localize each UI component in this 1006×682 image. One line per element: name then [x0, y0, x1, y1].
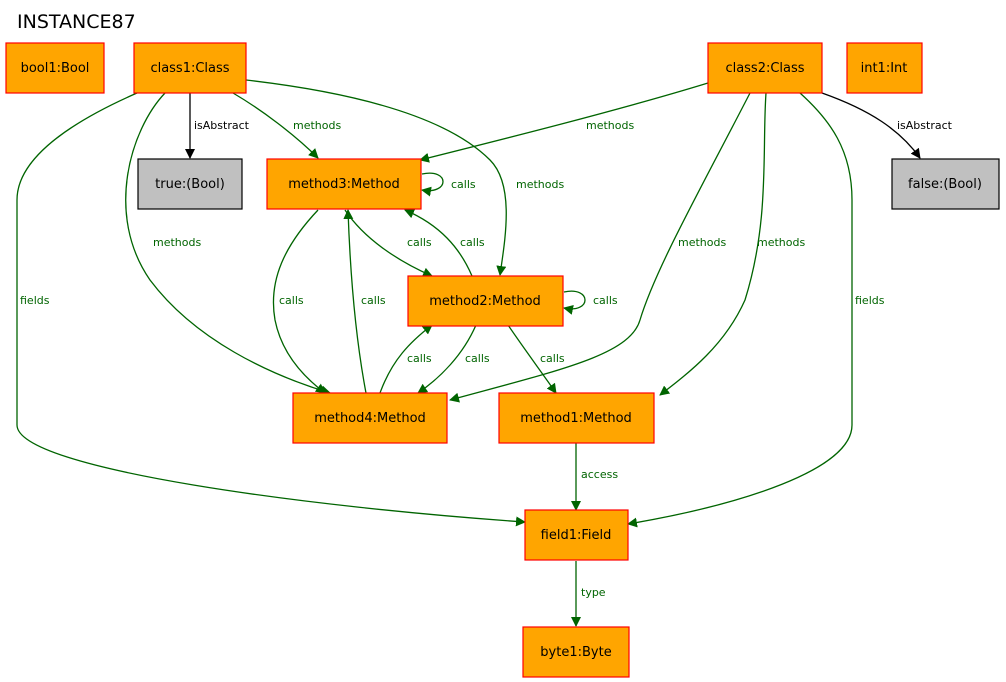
edge-method4-calls-method3: [343, 209, 367, 394]
edge-method4-calls-method2: [379, 324, 433, 394]
edge-label: type: [581, 586, 606, 599]
edge-class2-methods-method3: [419, 82, 709, 163]
node-true-bool[interactable]: true:(Bool): [137, 158, 243, 210]
edge-label: calls: [361, 294, 386, 307]
edge-label: methods: [153, 236, 201, 249]
node-label: byte1:Byte: [540, 645, 611, 660]
edge-label: calls: [540, 352, 565, 365]
node-class2[interactable]: class2:Class: [707, 42, 823, 94]
edge-method2-calls-method2: [563, 290, 586, 315]
edge-class1-methods-method3: [232, 92, 319, 159]
edge-label: calls: [407, 236, 432, 249]
node-label: int1:Int: [861, 61, 908, 76]
edge-label: methods: [586, 119, 634, 132]
node-int1[interactable]: int1:Int: [846, 42, 923, 94]
edge-label: methods: [293, 119, 341, 132]
node-label: method3:Method: [288, 177, 400, 192]
edge-label: calls: [451, 178, 476, 191]
edge-label: isAbstract: [194, 119, 250, 132]
edge-class1-methods-method4: [125, 92, 331, 396]
node-method3[interactable]: method3:Method: [266, 158, 422, 210]
edge-label: access: [581, 468, 618, 481]
node-field1[interactable]: field1:Field: [524, 509, 629, 561]
edge-method3-calls-method2: [344, 209, 433, 277]
edge-class2-fields-field1: [627, 92, 853, 528]
edge-label: methods: [516, 178, 564, 191]
edge-method2-calls-method4: [417, 324, 477, 394]
edge-label: calls: [465, 352, 490, 365]
node-label: class1:Class: [150, 61, 229, 76]
edge-label: calls: [279, 294, 304, 307]
node-class1[interactable]: class1:Class: [133, 42, 247, 94]
node-label: method4:Method: [314, 411, 426, 426]
node-label: true:(Bool): [155, 177, 225, 192]
node-label: method2:Method: [429, 294, 541, 309]
edge-class2-methods-method1: [659, 92, 767, 396]
edge-label: calls: [593, 294, 618, 307]
node-bool1[interactable]: bool1:Bool: [5, 42, 105, 94]
edge-label: methods: [678, 236, 726, 249]
node-method4[interactable]: method4:Method: [292, 392, 448, 444]
edge-label: methods: [757, 236, 805, 249]
edge-method2-calls-method1: [507, 324, 557, 394]
diagram-title: INSTANCE87: [17, 11, 136, 33]
edge-method2-calls-method3: [404, 208, 473, 277]
node-label: class2:Class: [725, 61, 804, 76]
node-method2[interactable]: method2:Method: [407, 275, 564, 327]
edge-class1-fields-field1: [16, 92, 526, 527]
edge-label: fields: [20, 294, 50, 307]
edge-class2-isabstract-false: [821, 92, 921, 159]
node-false-bool[interactable]: false:(Bool): [891, 158, 1000, 210]
edge-method3-calls-method4: [272, 209, 326, 394]
edge-labels: isAbstract methods methods methods field…: [20, 119, 953, 599]
node-method1[interactable]: method1:Method: [498, 392, 655, 444]
node-label: bool1:Bool: [21, 61, 90, 76]
edges: [16, 79, 921, 627]
edge-label: calls: [460, 236, 485, 249]
edge-class1-methods-method2: [245, 79, 507, 276]
edge-label: fields: [855, 294, 885, 307]
node-label: false:(Bool): [908, 177, 982, 192]
edge-method3-calls-method3: [421, 172, 444, 197]
node-label: method1:Method: [520, 411, 632, 426]
node-label: field1:Field: [541, 528, 612, 543]
edge-label: calls: [407, 352, 432, 365]
node-byte1[interactable]: byte1:Byte: [522, 626, 630, 678]
edge-label: isAbstract: [897, 119, 953, 132]
